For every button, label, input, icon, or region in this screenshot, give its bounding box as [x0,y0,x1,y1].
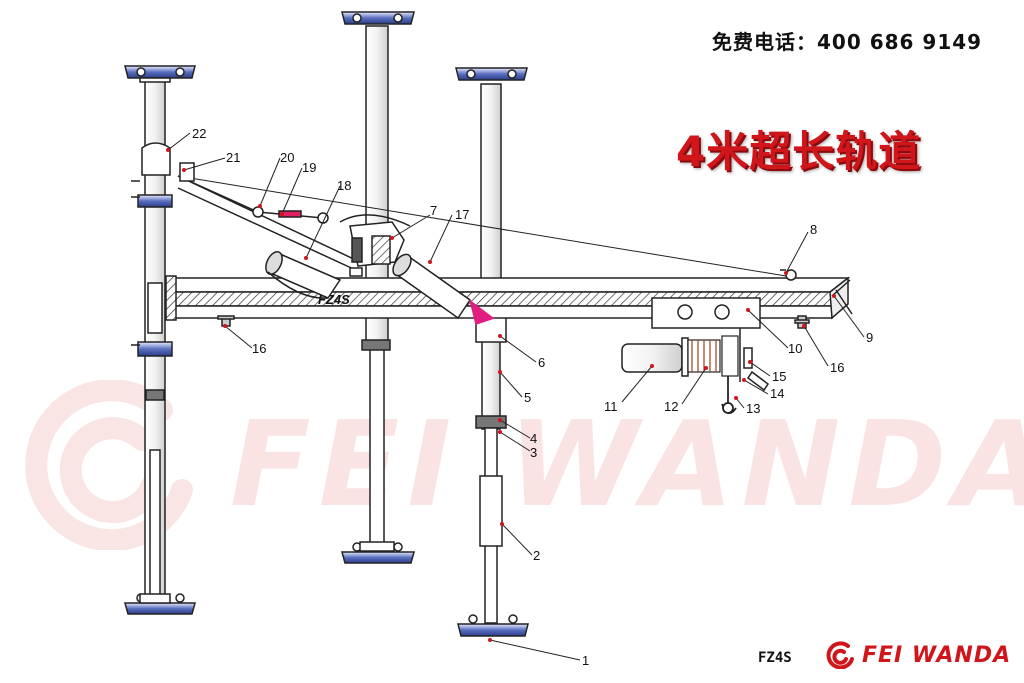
swivel-arm [177,162,787,277]
callout-6: 6 [538,355,545,370]
brand-logo: FEI WANDA [822,640,1011,670]
callout-18: 18 [337,178,351,193]
switch-14-15 [743,347,770,392]
cylinder-17 [392,253,495,325]
column-left [131,79,173,601]
head-7 [339,214,411,277]
callout-7: 7 [430,203,437,218]
ceiling-clamp-middle [341,11,415,25]
callout-10: 10 [788,341,802,356]
floor-clamp-middle [341,541,415,564]
ceiling-clamp-left [124,65,196,83]
callout-19: 19 [302,160,316,175]
callout-20: 20 [280,150,294,165]
motor-11 [621,337,689,377]
callout-17: 17 [455,207,469,222]
rail-hanger-right [794,315,810,329]
column-middle [361,25,391,547]
floor-clamp-front [457,614,529,637]
headline: 4米超长轨道 [676,127,922,176]
callout-11: 11 [604,399,618,414]
callout-16-left: 16 [252,341,266,356]
callout-15: 15 [772,369,786,384]
cylinder-18 [265,250,342,299]
callout-3: 3 [530,445,537,460]
callout-1: 1 [582,653,589,668]
floor-clamp-left [124,593,196,615]
callout-4: 4 [530,431,537,446]
brand-name: FEI WANDA [862,642,1012,668]
leader-lines [167,132,865,661]
winch-trolley [651,297,761,382]
callout-21: 21 [226,150,240,165]
callout-8: 8 [810,222,817,237]
drum-12 [687,335,739,377]
callout-16-right: 16 [830,360,844,375]
brand-logo-icon [826,641,854,669]
column-front [475,83,507,624]
callout-2: 2 [533,548,540,563]
hook-13 [721,376,737,414]
leader-markers [166,148,836,642]
callout-labels: 1 2 3 4 5 6 7 8 9 10 11 12 13 14 15 16 1… [192,126,873,668]
phone-number: 免费电话：400 686 9149 [712,30,983,54]
callout-12: 12 [664,399,678,414]
ceiling-clamp-front [455,67,528,81]
callout-9: 9 [866,330,873,345]
model-code: FZ4S [758,650,792,666]
callout-14: 14 [770,386,784,401]
callout-22: 22 [192,126,206,141]
callout-5: 5 [524,390,531,405]
callout-13: 13 [746,401,760,416]
